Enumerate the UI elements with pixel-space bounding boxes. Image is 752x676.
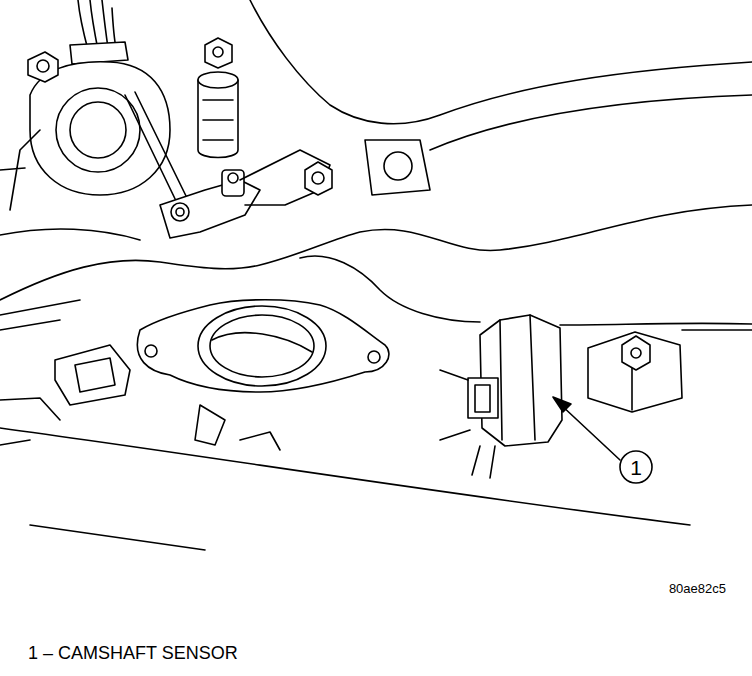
callout-circle: 1 bbox=[619, 450, 653, 484]
image-code: 80ae82c5 bbox=[669, 581, 726, 596]
figure-caption: 1 – CAMSHAFT SENSOR bbox=[28, 643, 238, 664]
callout-number: 1 bbox=[619, 450, 653, 484]
